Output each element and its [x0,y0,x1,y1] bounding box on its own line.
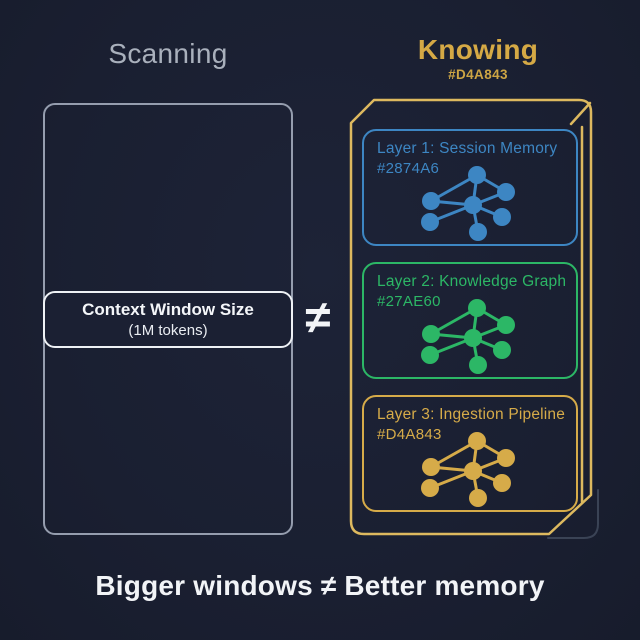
context-window-size: (1M tokens) [128,322,208,339]
context-window-label: Context Window Size [82,300,254,319]
network-graph-icon [421,432,515,507]
not-equal-symbol: ≠ [305,291,331,343]
layer2-title: Layer 2: Knowledge Graph [377,273,567,290]
network-graph-icon [421,299,515,374]
layer2-knowledge-graph-card: Layer 2: Knowledge Graph #27AE60 [362,262,578,379]
context-window-label-box: Context Window Size (1M tokens) [43,291,293,348]
layer3-hex-label: #D4A843 [377,426,442,443]
knowing-hex-label: #D4A843 [448,67,508,82]
layer3-title: Layer 3: Ingestion Pipeline [377,406,566,423]
layer3-ingestion-pipeline-card: Layer 3: Ingestion Pipeline #D4A843 [362,395,578,512]
bottom-caption: Bigger windows ≠ Better memory [95,570,545,601]
layer1-session-memory-card: Layer 1: Session Memory #2874A6 [362,129,578,246]
layer1-hex-label: #2874A6 [377,160,440,177]
knowing-title: Knowing [417,34,539,65]
layer1-title: Layer 1: Session Memory [377,140,558,157]
network-graph-icon [421,166,515,241]
layer2-hex-label: #27AE60 [377,293,441,310]
scanning-title: Scanning [108,38,228,69]
